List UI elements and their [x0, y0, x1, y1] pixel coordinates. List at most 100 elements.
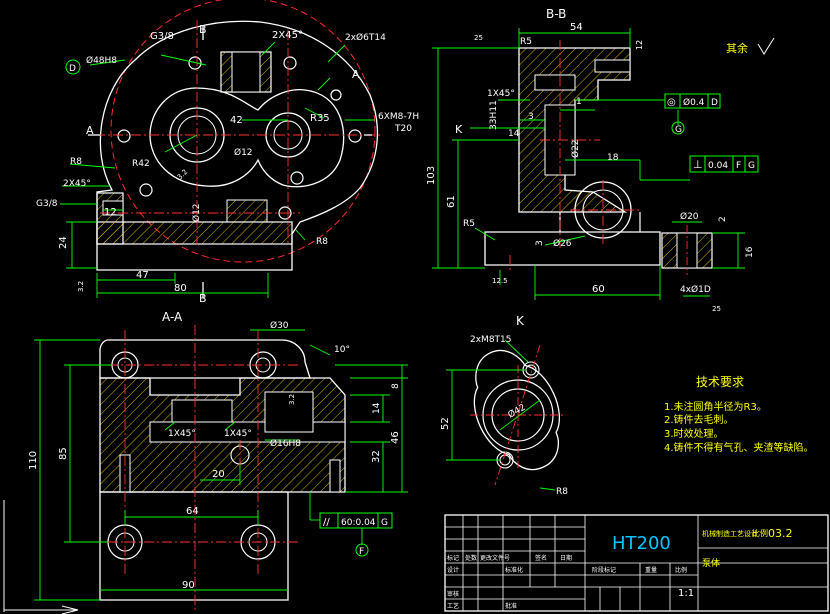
front-view: G3/8 B 2X45° 2xØ6T14 Ø48H8 D A A 42 R35 …: [36, 0, 419, 305]
bb-perp-ref2: G: [748, 161, 755, 171]
bb-d26: Ø26: [553, 238, 572, 249]
aa-chamfer-1: 1X45°: [168, 429, 196, 439]
aa-dim-8: 8: [391, 383, 401, 389]
aa-dim-110: 110: [28, 451, 39, 470]
bb-dim-14: 14: [508, 129, 520, 139]
tb-row-label-0: 标记: [447, 554, 459, 562]
front-r35: R35: [310, 113, 330, 124]
aa-bottom-plate: [99, 491, 289, 601]
front-screw-depth: T20: [394, 124, 412, 134]
front-datum-d: D: [69, 64, 76, 74]
bb-position-frame: [664, 93, 759, 173]
bb-r5-bottom: R5: [463, 219, 475, 229]
front-dim-12: 12: [104, 207, 117, 218]
d20-label: Ø20: [680, 211, 699, 222]
front-chamfer-top: 2X45°: [272, 30, 303, 41]
front-dim-80: 80: [174, 283, 187, 294]
k-dim-52: 52: [440, 417, 451, 430]
title-ratio-prefix: 比例: [752, 528, 768, 538]
aa-rough: 3.2: [288, 394, 296, 405]
tech-notes: 技术要求 1.未注圆角半径为R3。 2.铸件去毛刺。 3.时效处理。 4.铸件不…: [664, 375, 814, 454]
bb-dim-33: 33H11: [489, 100, 499, 130]
aa-d30: Ø30: [270, 320, 289, 331]
title-material: HT200: [612, 533, 671, 554]
aa-datum-f: F: [359, 547, 364, 557]
bb-position-val: Ø0.4: [683, 97, 705, 108]
title-part-name: 泵体: [702, 557, 720, 569]
k-title: K: [516, 314, 525, 328]
tb-mid-1: 重量: [645, 566, 657, 574]
tb-role-4: 批准: [505, 602, 517, 610]
bb-dim-54: 54: [570, 22, 583, 33]
tech-note-1: 1.未注圆角半径为R3。: [664, 400, 767, 413]
tb-row-label-3: 签名: [535, 554, 547, 562]
section-bb: B-B 54 R5 25 12 1X45° 1 3 33H11 14 Ø22 1…: [426, 7, 775, 300]
front-outer-arc: [110, 0, 376, 263]
bb-dim-103: 103: [426, 166, 437, 185]
front-chamfer-left: 2X45°: [63, 179, 91, 189]
ucs-icon: [3, 500, 79, 614]
k-r8: R8: [556, 487, 568, 497]
d20-dim-16: 16: [745, 246, 755, 258]
aa-dim-46: 46: [390, 431, 401, 444]
front-dim-24: 24: [58, 236, 69, 249]
tb-role-0: 设计: [447, 566, 459, 574]
front-body-outline: [96, 20, 378, 271]
tech-note-3: 3.时效处理。: [664, 427, 724, 440]
front-r42: R42: [132, 159, 150, 169]
bb-dim-3-low: 3: [535, 240, 545, 246]
aa-dim-85: 85: [58, 447, 69, 460]
tb-mid-2: 比例: [675, 566, 687, 574]
title-scale: 1:1: [678, 588, 694, 599]
tech-note-2: 2.铸件去毛刺。: [664, 413, 734, 426]
aa-par-val: 60:0.04: [341, 518, 376, 528]
section-aa: A-A Ø30 10° 8 14 46 32 110 85 1X45° 1X45…: [28, 310, 408, 610]
tb-role-3: 工艺: [447, 602, 459, 610]
aa-par-ref: G: [381, 518, 388, 528]
front-dimensions: [60, 41, 375, 298]
aa-dim-14: 14: [372, 402, 382, 414]
bb-dim-60: 60: [592, 284, 605, 295]
front-screw-label: 6XM8-7H: [378, 112, 419, 122]
title-block: HT200 机械制造工艺设计 比例 03.2 泵体 1:1 标记 处数 更改文件…: [444, 514, 829, 612]
aa-title: A-A: [162, 310, 183, 324]
bb-perp-sym: ⊥: [693, 158, 703, 171]
front-arrow-a-left: A: [86, 124, 94, 137]
aa-dim-90: 90: [182, 580, 195, 591]
front-base-section: [96, 221, 293, 245]
bolt-holes: [117, 56, 362, 220]
title-ratio-value: 03.2: [768, 527, 793, 540]
bb-rough-125: 12.5: [492, 277, 508, 285]
bb-dim-3: 3: [528, 112, 534, 122]
front-tap-holes: 2xØ6T14: [345, 32, 386, 43]
front-d12-center: Ø12: [234, 147, 253, 158]
bb-view-k: K: [455, 123, 463, 136]
front-r8-left: R8: [70, 157, 82, 167]
aa-par-sym: //: [323, 517, 330, 528]
aa-angle: 10°: [334, 345, 350, 355]
d20-holes: 4xØ1D: [680, 284, 711, 295]
tech-notes-title: 技术要求: [696, 375, 744, 389]
gear-chamber: [149, 87, 345, 188]
bb-rough-25: 25: [474, 34, 483, 42]
bb-chamfer: 1X45°: [487, 89, 515, 99]
front-dim-47: 47: [136, 270, 149, 281]
front-section-b-top: B: [199, 23, 207, 36]
bb-rest-roughness: 其余: [726, 41, 748, 55]
tb-row-label-1: 处数: [465, 554, 477, 562]
bb-dim-1: 1: [576, 97, 582, 107]
front-center-dist: 42: [230, 115, 243, 126]
front-d12-lower: Ø12: [191, 203, 202, 222]
front-thread-lower: G3/8: [36, 199, 58, 209]
front-rough-2: 3.2: [77, 281, 85, 292]
front-centerlines: [95, 20, 380, 245]
aa-parallel-frame: [319, 512, 393, 557]
aa-chamfer-2: 1X45°: [224, 429, 252, 439]
k-screws: 2xM8T15: [470, 335, 512, 345]
front-hole-d-label: Ø48H8: [86, 55, 117, 66]
bb-perp-val: 0.04: [708, 161, 728, 171]
aa-dim-32: 32: [371, 450, 382, 463]
d20-dim-2: 2: [718, 216, 728, 222]
front-r8-lower: R8: [316, 237, 328, 247]
